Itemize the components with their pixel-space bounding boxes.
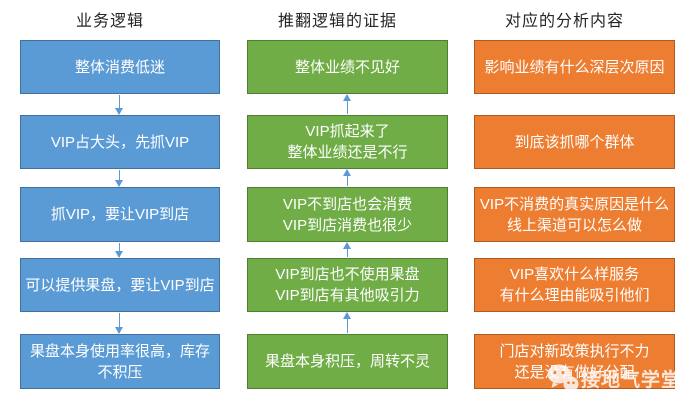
business-logic-box-4: 可以提供果盘，要让VIP到店 — [20, 258, 220, 312]
box-text: 可以提供果盘，要让VIP到店 — [25, 276, 215, 294]
business-logic-box-5: 果盘本身使用率很高，库存 不积压 — [20, 334, 220, 389]
box-text: VIP不到店也会消费 — [282, 195, 413, 213]
box-text: 整体消费低迷 — [74, 58, 165, 76]
box-text: VIP占大头，先抓VIP — [50, 133, 190, 151]
box-text: 果盘本身积压，周转不灵 — [264, 353, 430, 370]
box-text: 抓VIP，要让VIP到店 — [50, 206, 190, 223]
box-text: VIP喜欢什么样服务 — [509, 266, 640, 283]
business-logic-box-3: 抓VIP，要让VIP到店 — [20, 187, 220, 242]
box-text: 果盘本身使用率很高，库存 — [29, 342, 210, 360]
box-text: VIP到店消费也很少 — [282, 216, 413, 234]
box-text: 影响业绩有什么深层次原因 — [484, 58, 665, 76]
business-logic-box-2: VIP占大头，先抓VIP — [20, 115, 220, 169]
up-arrow-icon — [343, 242, 352, 257]
down-arrow-icon — [115, 243, 124, 258]
analysis-box-2: 到底该抓哪个群体 — [474, 115, 675, 169]
header-analysis: 对应的分析内容 — [504, 13, 624, 30]
analysis-box-4: VIP喜欢什么样服务 有什么理由能吸引他们 — [474, 258, 675, 312]
box-text: VIP到店也不使用果盘 — [275, 266, 420, 283]
evidence-box-1: 整体业绩不见好 — [247, 40, 448, 94]
box-text: 整体业绩还是不行 — [287, 144, 408, 161]
up-arrow-icon — [343, 94, 352, 114]
down-arrow-icon — [115, 95, 124, 115]
box-text: 有什么理由能吸引他们 — [499, 287, 650, 304]
analysis-box-5: 门店对新政策执行不力 还是没有做好分配 — [474, 334, 675, 389]
evidence-box-5: 果盘本身积压，周转不灵 — [247, 334, 448, 389]
evidence-box-3: VIP不到店也会消费 VIP到店消费也很少 — [247, 187, 448, 242]
box-text: 门店对新政策执行不力 — [499, 342, 650, 360]
evidence-box-2: VIP抓起来了 整体业绩还是不行 — [247, 115, 448, 169]
header-business-logic: 业务逻辑 — [75, 13, 144, 30]
box-text: VIP抓起来了 — [305, 123, 390, 140]
box-text: 线上渠道可以怎么做 — [506, 216, 642, 234]
box-text: 还是没有做好分配 — [514, 363, 635, 381]
up-arrow-icon — [343, 312, 352, 333]
header-evidence: 推翻逻辑的证据 — [277, 13, 397, 30]
down-arrow-icon — [115, 170, 124, 187]
evidence-box-4: VIP到店也不使用果盘 VIP到店有其他吸引力 — [247, 258, 448, 312]
down-arrow-icon — [115, 313, 124, 334]
box-text: VIP到店有其他吸引力 — [275, 287, 420, 304]
analysis-box-3: VIP不消费的真实原因是什么 线上渠道可以怎么做 — [474, 187, 675, 242]
box-text: 整体业绩不见好 — [294, 58, 400, 76]
business-logic-box-1: 整体消费低迷 — [20, 40, 220, 94]
analysis-box-1: 影响业绩有什么深层次原因 — [474, 40, 675, 94]
box-text: VIP不消费的真实原因是什么 — [479, 195, 670, 213]
box-text: 到底该抓哪个群体 — [514, 133, 635, 151]
box-text: 不积压 — [97, 363, 143, 381]
up-arrow-icon — [343, 169, 352, 186]
